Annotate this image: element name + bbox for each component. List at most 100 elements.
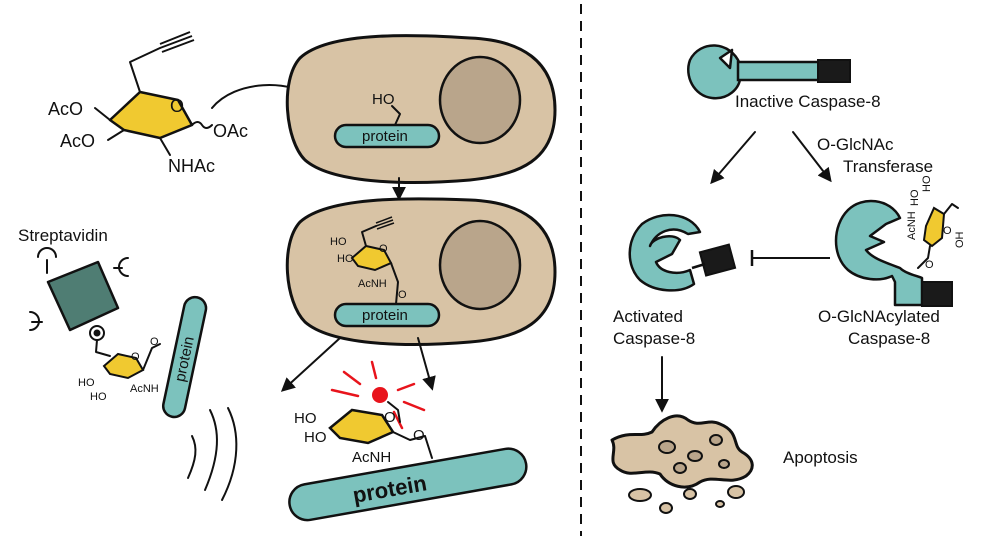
ho2-label-strep: HO xyxy=(90,391,107,403)
apoptotic-fragment-4 xyxy=(673,462,687,474)
activated-label-line2: Caspase-8 xyxy=(613,329,695,348)
link-o-label-strep: O xyxy=(150,336,159,348)
oglc-label-line1: O-GlcNAcylated xyxy=(818,307,940,326)
protein-bar-bottom xyxy=(333,302,441,328)
apoptotic-body-3 xyxy=(683,488,697,500)
oglc-label-line2: Caspase-8 xyxy=(848,329,930,348)
arrow-to-streptavidin xyxy=(280,337,341,392)
apoptotic-body-1 xyxy=(628,488,652,502)
nucleus-top xyxy=(438,55,522,145)
alkyne-chain-cell xyxy=(361,225,377,247)
biotin-linker xyxy=(95,339,111,357)
apoptotic-cell-body xyxy=(610,414,754,489)
ring-o-label-strep: O xyxy=(131,351,140,363)
biotin-pocket-right xyxy=(118,257,129,277)
link-o-label-cell: O xyxy=(398,289,407,301)
caspase-sugar-ch2oh xyxy=(943,203,959,215)
inactive-caspase-head xyxy=(687,44,742,100)
streptavidin-complex: Streptavidin HO HO AcNH O O protein xyxy=(18,226,238,501)
ho2-label-cell: HO xyxy=(337,253,354,265)
streptavidin-body xyxy=(46,260,120,332)
bond-nhac xyxy=(159,137,171,156)
protein-label-bottom: protein xyxy=(362,307,408,324)
ring-o-label-caspase: O xyxy=(943,225,952,237)
protein-label-top: protein xyxy=(362,128,408,145)
apoptotic-fragment-5 xyxy=(718,459,730,469)
oac-label: OAc xyxy=(213,121,248,141)
activated-caspase-tag xyxy=(698,243,737,277)
oglcnacylated-caspase-8: HO HO OH AcNH O O O-GlcNAcylated Caspase… xyxy=(818,175,966,348)
protein-bar-top xyxy=(333,123,441,149)
apoptotic-fragment-2 xyxy=(687,450,703,462)
hydroxyl-bond xyxy=(391,105,401,126)
link-o-label-caspase: O xyxy=(925,259,934,271)
ho1-label-strep: HO xyxy=(78,377,95,389)
alkyne-bond-cell-1 xyxy=(375,216,393,224)
apoptotic-body-4 xyxy=(727,485,745,499)
alkyne-bond-cell-3 xyxy=(376,222,395,230)
nhac-label: NHAc xyxy=(168,156,215,176)
link-o-label-fluor: O xyxy=(413,427,425,444)
wavy-bond-oac xyxy=(191,121,213,129)
alkyne-triple-bond-2 xyxy=(159,35,193,49)
ho2-label-caspase: HO xyxy=(909,189,921,206)
transferase-label-line2: Transferase xyxy=(843,157,933,176)
caspase-sugar-linker xyxy=(917,245,931,269)
aco-top-label: AcO xyxy=(48,99,83,119)
apoptotic-body-5 xyxy=(715,500,725,508)
nucleus-bottom xyxy=(438,219,522,311)
alkyne-triple-bond-3 xyxy=(161,39,195,53)
apoptotic-fragment-3 xyxy=(709,434,723,446)
ring-o-label-fluor: O xyxy=(384,409,396,426)
arrow-to-activated xyxy=(710,131,756,185)
apoptotic-cell xyxy=(610,414,754,514)
apoptotic-fragment-1 xyxy=(658,440,676,454)
activated-caspase-body xyxy=(628,213,702,292)
ring-o-label-cell: O xyxy=(379,243,388,255)
inactive-caspase-label: Inactive Caspase-8 xyxy=(735,92,881,111)
inactive-caspase-8: Inactive Caspase-8 xyxy=(687,44,881,111)
transferase-label-line1: O-GlcNAc xyxy=(817,135,894,154)
fluorescent-labeled-protein: HO HO AcNH O O protein xyxy=(288,360,528,522)
bond-aco-top xyxy=(94,107,111,121)
acnh-label-strep: AcNH xyxy=(130,383,159,395)
alkyne-triple-bond xyxy=(159,31,191,45)
acetylated-sugar-precursor: AcO AcO O OAc NHAc xyxy=(48,31,248,176)
arrow-to-fluorescent xyxy=(417,337,436,391)
sugar-ring-caspase xyxy=(922,206,946,248)
biotin-dot xyxy=(93,329,101,337)
motion-line-1 xyxy=(204,409,218,491)
bond-aco-bottom xyxy=(107,129,125,141)
ho1-label-caspase: HO xyxy=(921,175,933,192)
fluorophore-dot xyxy=(372,387,388,403)
apoptotic-body-2 xyxy=(659,502,673,514)
protein-bar-large: protein xyxy=(288,447,528,522)
activated-label-line1: Activated xyxy=(613,307,683,326)
activated-caspase-8: Activated Caspase-8 xyxy=(613,213,737,348)
linker-bond-cell xyxy=(390,262,399,305)
aco-bottom-label: AcO xyxy=(60,131,95,151)
alkyne-bond-cell-2 xyxy=(375,219,394,227)
motion-line-2 xyxy=(221,407,238,501)
protein-bar-vertical: protein xyxy=(161,295,208,419)
ho2-label-fluor: HO xyxy=(304,429,327,446)
streptavidin-label: Streptavidin xyxy=(18,226,108,245)
fluor-linker xyxy=(387,401,401,423)
oh-label-caspase: OH xyxy=(954,231,966,248)
oglcnacylated-caspase-tag xyxy=(921,281,953,307)
ring-oxygen-label: O xyxy=(170,96,184,116)
biotin-pocket-top xyxy=(37,247,57,258)
fluor-protein-linker xyxy=(392,431,433,459)
ho1-label-cell: HO xyxy=(330,236,347,248)
inactive-caspase-tag xyxy=(817,59,851,83)
fluorescence-rays xyxy=(330,360,426,430)
arrow-to-oglcnacylated xyxy=(792,131,832,183)
apoptosis-label: Apoptosis xyxy=(783,448,858,467)
activated-caspase-link xyxy=(691,262,706,270)
strep-linker-bond xyxy=(142,343,161,371)
inactive-caspase-stem xyxy=(736,60,822,82)
acnh-label-fluor: AcNH xyxy=(352,449,391,466)
acnh-label-caspase: AcNH xyxy=(906,211,918,240)
